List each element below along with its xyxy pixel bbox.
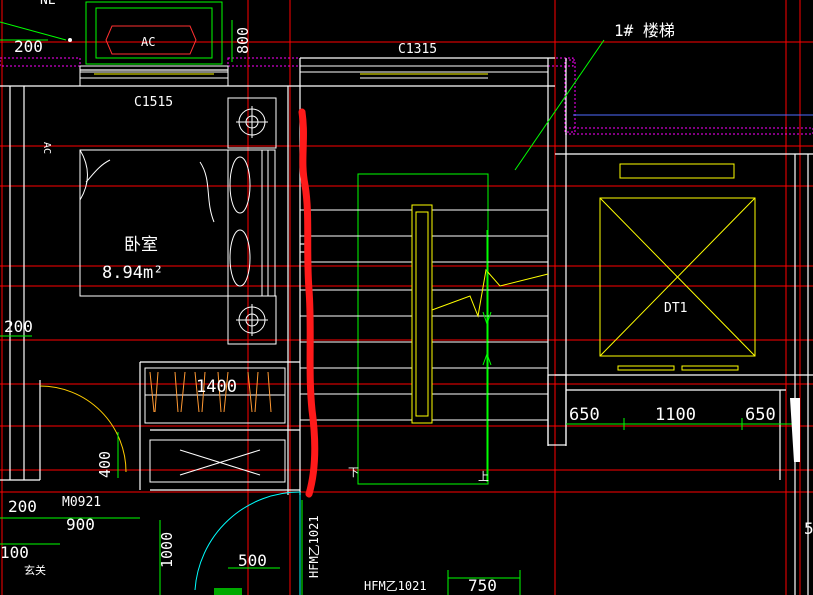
window-c1515 <box>79 65 229 87</box>
elevator-tag: DT1 <box>664 301 687 316</box>
bottom-green-mark <box>214 588 242 595</box>
dim-750: 750 <box>468 576 497 595</box>
dim-1100: 1100 <box>655 405 696 425</box>
stair-down-label: 下 <box>348 466 359 479</box>
dim-200-bottom: 200 <box>8 497 37 516</box>
stair-up-label: 上 <box>478 470 489 483</box>
dim-100: 100 <box>0 543 29 562</box>
bed <box>79 149 276 297</box>
room-area: 8.94m² <box>102 263 163 283</box>
dim-1000-vertical: 1000 <box>158 532 176 568</box>
ac-vertical-label: AC <box>41 142 52 154</box>
ac-unit: AC <box>85 1 223 65</box>
room-name: 卧室 <box>124 235 158 255</box>
wardrobe <box>144 367 286 483</box>
red-markup-stroke <box>298 108 319 498</box>
entry-label: 玄关 <box>24 563 46 577</box>
dim-200-mid: 200 <box>4 317 33 336</box>
dim-650-left: 650 <box>569 405 600 425</box>
window-c1315 <box>299 65 549 87</box>
dimension-lines <box>0 20 800 595</box>
fire-door-bottom-label: HFM乙1021 <box>364 579 427 593</box>
stair <box>300 173 549 485</box>
walls <box>0 57 813 595</box>
dim-650-right: 650 <box>745 405 776 425</box>
right-edge-dim: 5 <box>804 519 813 538</box>
ac-unit-label: AC <box>141 35 155 49</box>
nightstands <box>227 97 277 345</box>
dim-900: 900 <box>66 515 95 534</box>
dim-200-top: 200 <box>14 37 43 56</box>
stair-tag-leader <box>514 39 605 171</box>
ne-marker <box>68 38 72 42</box>
ne-leader <box>0 21 67 41</box>
window-c1315-label: C1315 <box>398 42 437 57</box>
dim-500: 500 <box>238 551 267 570</box>
right-edge-marker <box>790 398 800 462</box>
window-c1515-label: C1515 <box>134 95 173 110</box>
elevator-dt1 <box>599 163 756 371</box>
stair-tag: 1# 楼梯 <box>614 21 675 40</box>
dim-800-vertical: 800 <box>234 27 252 54</box>
fire-door-vertical-label: HFM乙1021 <box>307 515 321 578</box>
dim-400-vertical: 400 <box>96 451 114 478</box>
door-tag-m0921: M0921 <box>62 495 101 510</box>
wardrobe-dim: 1400 <box>196 377 237 397</box>
door-swings <box>39 385 301 595</box>
ne-tag: NE <box>40 0 56 8</box>
